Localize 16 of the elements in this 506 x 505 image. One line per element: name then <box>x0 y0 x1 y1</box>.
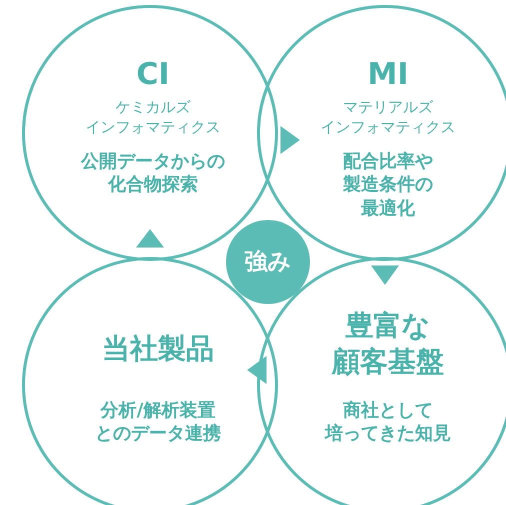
title-text: CI <box>136 56 170 94</box>
arrow <box>136 229 164 248</box>
center-circle <box>226 220 310 304</box>
arrow <box>371 266 399 285</box>
title-text: MI <box>368 56 408 94</box>
description-text: 配合比率や製造条件の最適化 <box>343 150 433 220</box>
description-text: 商社として培ってきた知見 <box>325 399 451 446</box>
arrow <box>280 126 300 154</box>
center-label: 強み <box>244 248 292 277</box>
description-text: 公開データからの化合物探索 <box>81 150 225 197</box>
subtitle-text: マテリアルズインフォマティクス <box>320 98 456 137</box>
arrow <box>247 356 266 384</box>
description-text: 分析/解析装置とのデータ連携 <box>95 399 221 446</box>
title-text: 当社製品 <box>102 331 214 367</box>
title-text: 豊富な顧客基盤 <box>332 308 444 380</box>
subtitle-text: ケミカルズインフォマティクス <box>86 98 220 137</box>
